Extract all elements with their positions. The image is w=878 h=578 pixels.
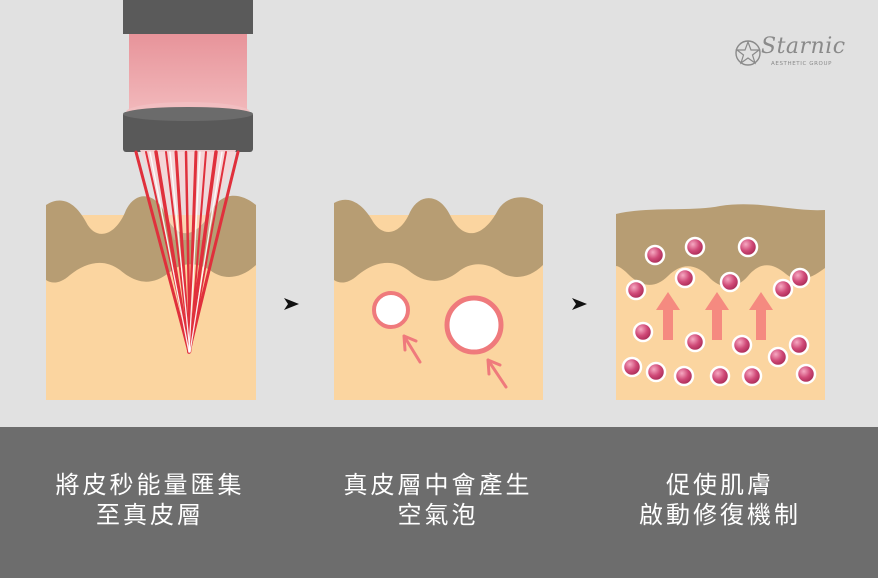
caption-step-3: 促使肌膚 啟動修復機制: [600, 470, 840, 530]
laser-beams: [134, 150, 240, 354]
caption-line: 真皮層中會產生: [343, 471, 533, 499]
arrow-up-icon: [749, 292, 773, 340]
arrow-up-icon: [705, 292, 729, 340]
caption-step-2: 真皮層中會產生 空氣泡: [318, 470, 558, 530]
brand-tagline: AESTHETIC GROUP: [771, 61, 833, 67]
brand-wordmark: Starnic: [761, 34, 846, 59]
arrow-up-icon: [656, 292, 680, 340]
caption-line: 促使肌膚: [666, 471, 774, 499]
epidermis-layer: [616, 204, 825, 287]
brand-logo: Starnic AESTHETIC GROUP: [733, 34, 853, 76]
arrow-right-icon: [284, 298, 299, 310]
repair-cells: [621, 236, 817, 387]
caption-line: 至真皮層: [96, 501, 204, 529]
panel-laser-focus: [46, 0, 256, 400]
caption-step-1: 將皮秒能量匯集 至真皮層: [30, 470, 270, 530]
epidermis-layer: [46, 195, 256, 283]
air-bubble-small: [372, 291, 410, 329]
device-head: [123, 0, 253, 34]
panel-air-bubbles: [334, 197, 543, 400]
caption-line: 空氣泡: [397, 501, 479, 529]
epidermis-layer: [334, 197, 543, 283]
caption-line: 將皮秒能量匯集: [55, 471, 245, 499]
caption-band: [0, 427, 878, 578]
device-nozzle: [123, 112, 253, 152]
repair-arrows: [656, 292, 773, 340]
bubble-pointer-icons: [402, 334, 508, 389]
caption-line: 啟動修復機制: [639, 501, 801, 529]
panel-repair: [616, 204, 825, 400]
star-circle-icon: [735, 40, 761, 66]
laser-tube: [129, 34, 247, 114]
arrow-right-icon: [572, 298, 587, 310]
air-bubble-large: [444, 295, 504, 355]
